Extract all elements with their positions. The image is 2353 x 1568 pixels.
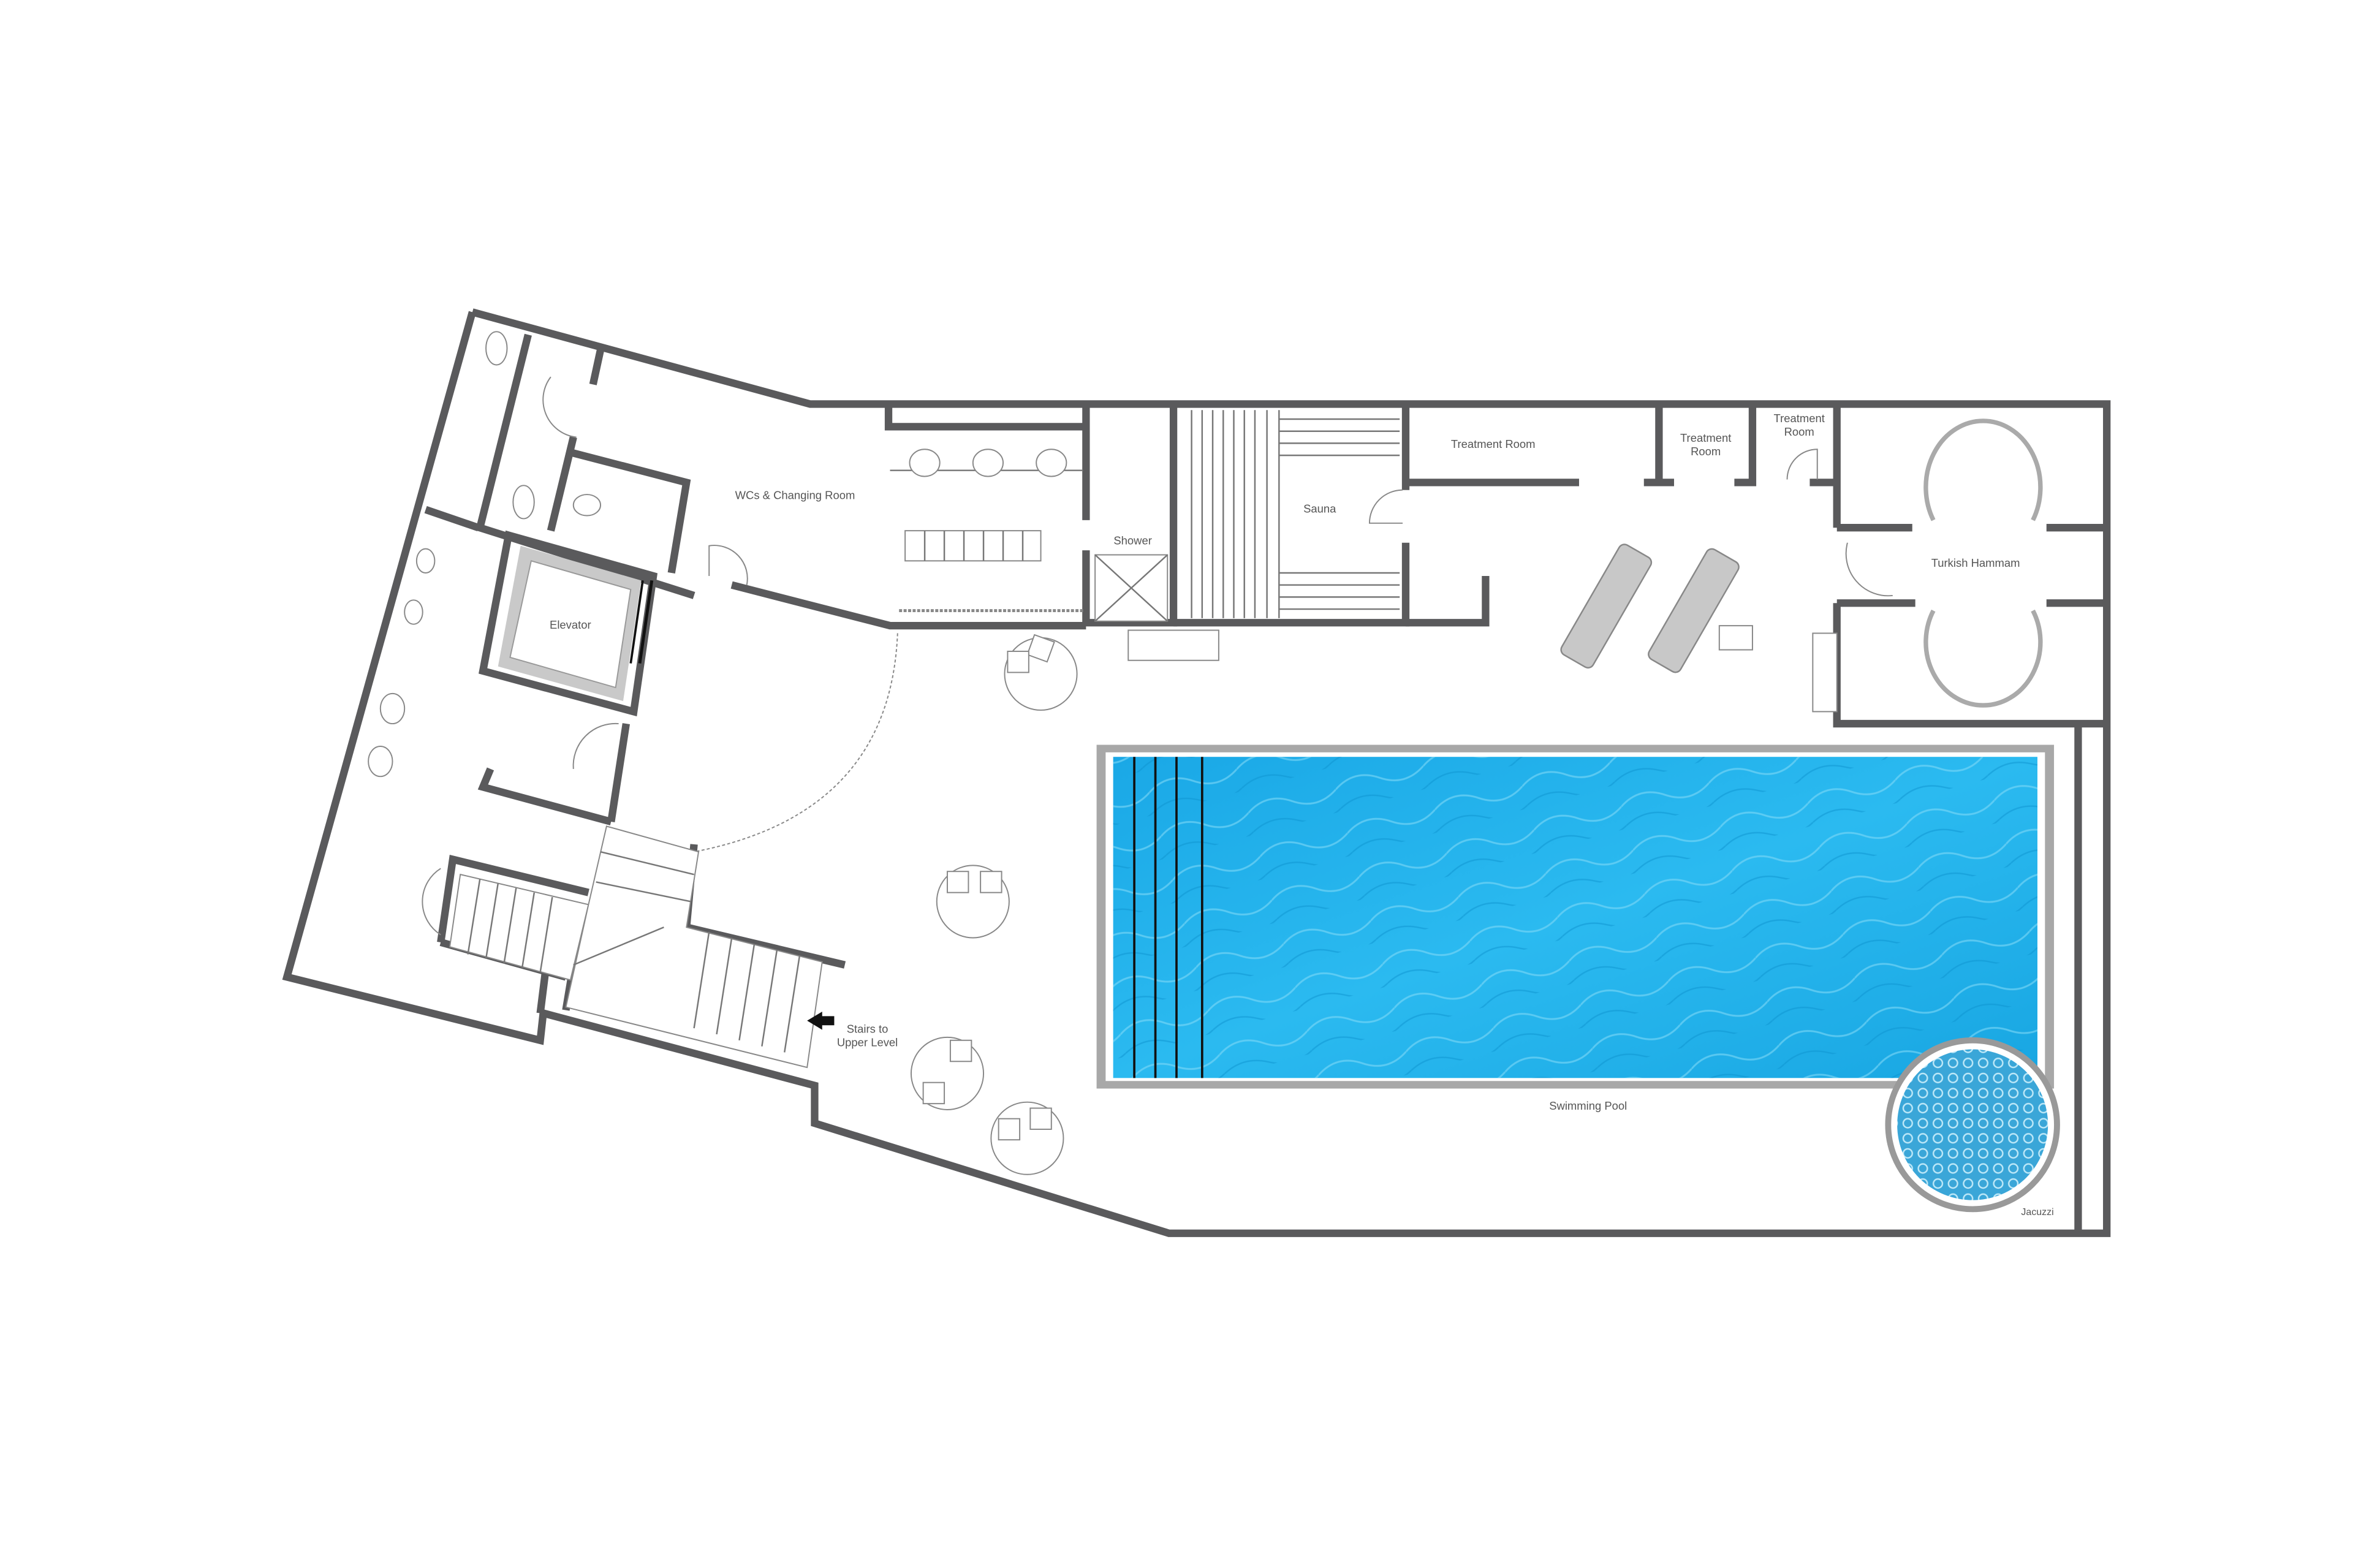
label-pool: Swimming Pool: [1549, 1099, 1627, 1112]
label-treatment-2a: Treatment: [1680, 431, 1731, 444]
label-wc-changing: WCs & Changing Room: [735, 488, 855, 501]
label-elevator: Elevator: [550, 618, 591, 631]
label-shower: Shower: [1113, 534, 1152, 547]
label-stairs-b: Upper Level: [837, 1036, 898, 1049]
shower-tray: [1094, 554, 1169, 622]
sinks: [890, 449, 1083, 477]
lockers: [904, 530, 1042, 562]
jacuzzi: [1885, 1037, 2060, 1213]
label-jacuzzi: Jacuzzi: [2021, 1207, 2053, 1218]
label-treatment-3a: Treatment: [1774, 412, 1825, 425]
label-hammam: Turkish Hammam: [1931, 556, 2020, 569]
swimming-pool: [1096, 744, 2055, 1089]
label-treatment-3b: Room: [1784, 425, 1814, 438]
stairs: [449, 825, 835, 1069]
room-labels: WCs & Changing Room Shower Sauna Treatme…: [550, 412, 2054, 1218]
sun-loungers: [1560, 543, 1838, 713]
label-treatment-1: Treatment Room: [1451, 437, 1536, 450]
label-sauna: Sauna: [1303, 502, 1336, 515]
sauna-benches: [1191, 410, 1400, 618]
cafe-tables: [910, 634, 1078, 1175]
label-treatment-2b: Room: [1691, 445, 1721, 458]
label-stairs-a: Stairs to: [847, 1022, 889, 1035]
hammam-domes: [1923, 419, 2043, 708]
